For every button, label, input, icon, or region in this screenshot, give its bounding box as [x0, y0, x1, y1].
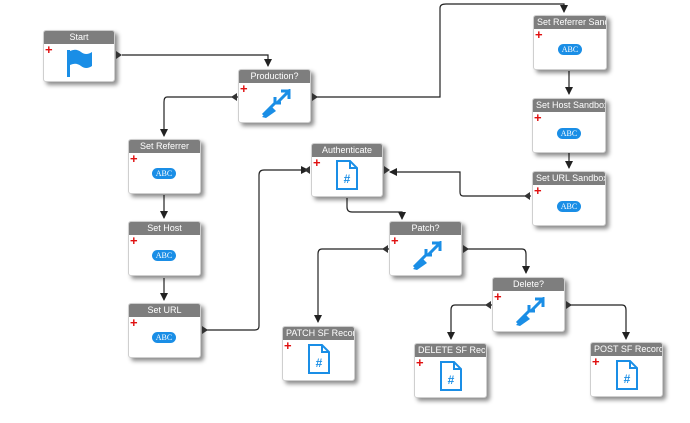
wire-production-to-set-referrer-sandbox	[316, 3, 568, 98]
wire-authenticate-to-patch	[346, 198, 406, 220]
node-title: Patch?	[390, 222, 461, 235]
output-port[interactable]	[202, 326, 208, 334]
node-title: Set URL	[129, 304, 200, 317]
flag-icon	[64, 48, 94, 83]
svg-text:#: #	[448, 373, 455, 387]
wire-set-url-to-authenticate	[206, 166, 309, 331]
wire-patch-to-delete	[464, 248, 530, 274]
add-icon[interactable]: +	[130, 151, 138, 166]
node-title: Set URL Sandbox	[533, 172, 605, 185]
add-icon[interactable]: +	[313, 155, 321, 170]
add-icon[interactable]: +	[592, 354, 600, 369]
input-port[interactable]	[382, 245, 388, 253]
abc-icon: ABC	[557, 128, 581, 139]
wire-set-url-sandbox-to-authenticate	[389, 168, 531, 197]
output-port[interactable]	[463, 245, 469, 253]
abc-icon: ABC	[558, 44, 582, 55]
node-set-host[interactable]: Set Host + ABC	[128, 221, 201, 276]
node-delete-sf-record[interactable]: DELETE SF Record + #	[414, 343, 487, 398]
wire-production-to-set-referrer	[160, 96, 238, 137]
node-title: PATCH SF Record	[283, 327, 354, 340]
input-port[interactable]	[485, 301, 491, 309]
node-set-referrer-sandbox[interactable]: Set Referrer Sandb + ABC	[533, 15, 607, 70]
node-patch[interactable]: Patch? +	[389, 221, 462, 276]
add-icon[interactable]: +	[45, 42, 53, 57]
add-icon[interactable]: +	[240, 81, 248, 96]
node-set-host-sandbox[interactable]: Set Host Sandbox + ABC	[532, 98, 606, 153]
add-icon[interactable]: +	[535, 27, 543, 42]
add-icon[interactable]: +	[494, 289, 502, 304]
script-document-icon: #	[615, 360, 639, 395]
node-post-sf-record[interactable]: POST SF Record + #	[590, 342, 663, 397]
abc-icon: ABC	[557, 201, 581, 212]
decision-arrow-icon	[412, 239, 442, 276]
input-port[interactable]	[231, 93, 237, 101]
script-document-icon: #	[307, 344, 331, 379]
add-icon[interactable]: +	[416, 355, 424, 370]
node-delete[interactable]: Delete? +	[492, 277, 565, 332]
wire-delete-to-post-sf-record	[567, 304, 630, 340]
decision-arrow-icon	[515, 295, 545, 332]
input-port[interactable]	[524, 192, 530, 200]
node-set-referrer[interactable]: Set Referrer + ABC	[128, 139, 201, 194]
add-icon[interactable]: +	[284, 338, 292, 353]
add-icon[interactable]: +	[534, 110, 542, 125]
script-document-icon: #	[439, 361, 463, 396]
abc-icon: ABC	[152, 250, 176, 261]
abc-icon: ABC	[152, 168, 176, 179]
node-patch-sf-record[interactable]: PATCH SF Record + #	[282, 326, 355, 381]
node-start[interactable]: Start +	[43, 30, 115, 82]
node-title: Set Host Sandbox	[533, 99, 605, 112]
add-icon[interactable]: +	[130, 233, 138, 248]
wire-start-to-production	[122, 54, 272, 67]
decision-arrow-icon	[261, 87, 291, 124]
node-set-url[interactable]: Set URL + ABC	[128, 303, 201, 358]
node-title: Production?	[239, 70, 310, 83]
add-icon[interactable]: +	[534, 183, 542, 198]
node-title: Authenticate	[312, 144, 382, 157]
output-port[interactable]	[566, 301, 572, 309]
node-title: Set Referrer	[129, 140, 200, 153]
output-port[interactable]	[116, 51, 122, 59]
wire-delete-to-delete-sf-record	[447, 304, 492, 340]
node-production[interactable]: Production? +	[238, 69, 311, 123]
node-title: Set Host	[129, 222, 200, 235]
node-set-url-sandbox[interactable]: Set URL Sandbox + ABC	[532, 171, 606, 226]
svg-text:#: #	[624, 372, 631, 386]
node-title: DELETE SF Record	[415, 344, 486, 357]
output-port[interactable]	[384, 166, 390, 174]
add-icon[interactable]: +	[391, 233, 399, 248]
node-title: Set Referrer Sandb	[534, 16, 606, 29]
script-document-icon: #	[335, 160, 359, 195]
add-icon[interactable]: +	[130, 315, 138, 330]
node-authenticate[interactable]: Authenticate + #	[311, 143, 383, 197]
svg-text:#: #	[316, 356, 323, 370]
input-port[interactable]	[304, 166, 310, 174]
node-title: Delete?	[493, 278, 564, 291]
wire-patch-to-patch-sf-record	[314, 248, 389, 323]
svg-text:#: #	[344, 172, 351, 186]
node-title: POST SF Record	[591, 343, 662, 356]
node-title: Start	[44, 31, 114, 44]
abc-icon: ABC	[152, 332, 176, 343]
output-port[interactable]	[312, 93, 318, 101]
